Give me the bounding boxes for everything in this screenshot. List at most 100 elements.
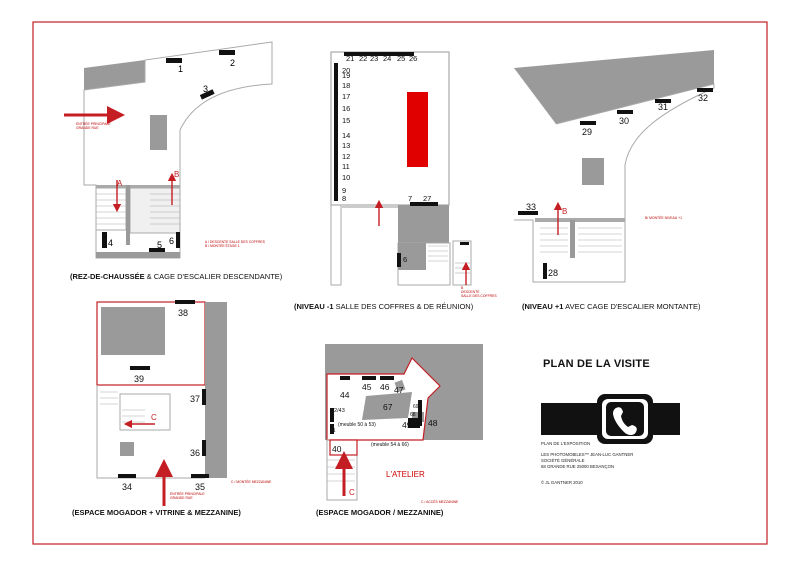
vitrine-34 — [118, 474, 136, 478]
caption-basement: (NIVEAU -1 SALLE DES COFFRES & DE RÉUNIO… — [294, 302, 474, 311]
svg-text:47: 47 — [394, 385, 404, 395]
vitrine-36 — [202, 440, 206, 456]
vitrine-1 — [166, 58, 182, 63]
mezzanine-legend: C / ACCÈS MEZZANINE — [421, 500, 459, 504]
svg-text:36: 36 — [190, 448, 200, 458]
legend-copyright: © JL GANTNER 2010 — [541, 480, 583, 485]
svg-text:24: 24 — [383, 54, 391, 63]
central-red-showcase — [407, 92, 428, 167]
svg-text:13: 13 — [342, 141, 350, 150]
label-3: 3 — [203, 84, 208, 94]
svg-text:23: 23 — [370, 54, 378, 63]
svg-text:34: 34 — [122, 482, 132, 492]
svg-text:27: 27 — [423, 194, 431, 203]
svg-text:(meuble 50 à 53): (meuble 50 à 53) — [338, 422, 376, 428]
label-6: 6 — [169, 236, 174, 246]
vitrine-37 — [202, 389, 206, 405]
svg-text:18: 18 — [342, 81, 350, 90]
ground-floor-plan: 1 2 3 4 5 6 A B — [64, 41, 273, 259]
svg-text:33: 33 — [526, 202, 536, 212]
legend-subtitle: PLAN DE L'EXPOSITION — [541, 441, 591, 446]
basement-note: B DESCENTE SALLE DES COFFRES — [461, 286, 497, 298]
caption-ground: (REZ-DE-CHAUSSÉE & CAGE D'ESCALIER DESCE… — [70, 272, 283, 281]
svg-text:21: 21 — [346, 54, 354, 63]
svg-text:41: 41 — [330, 428, 336, 434]
first-note: B/ MONTÉE NIVEAU +1 — [645, 216, 683, 220]
svg-text:15: 15 — [342, 116, 350, 125]
svg-text:C: C — [349, 488, 355, 497]
svg-text:26: 26 — [409, 54, 417, 63]
svg-text:(meuble 54 à 66): (meuble 54 à 66) — [371, 442, 409, 448]
svg-text:22: 22 — [359, 54, 367, 63]
label-2: 2 — [230, 58, 235, 68]
vitrine-31 — [655, 99, 671, 103]
vitrine-5 — [149, 248, 165, 252]
phone-handset-icon — [613, 407, 637, 435]
basement-vitrines — [334, 52, 469, 267]
label-4: 4 — [108, 238, 113, 248]
vitrine-38 — [175, 300, 195, 304]
svg-text:12: 12 — [342, 152, 350, 161]
svg-text:19: 19 — [342, 71, 350, 80]
svg-text:C: C — [151, 413, 157, 422]
caption-mogador: (ESPACE MOGADOR + VITRINE & MEZZANINE) — [72, 508, 241, 517]
ground-entrance-note: ENTRÉE PRINCIPALE GRANDE RUE — [76, 122, 111, 130]
svg-text:30: 30 — [619, 116, 629, 126]
label-1: 1 — [178, 64, 183, 74]
svg-text:67: 67 — [383, 402, 393, 412]
legend-lines: LES PHOTOMOBILES™ JEAN-LUC GANTNER SOCIÉ… — [541, 452, 634, 469]
svg-text:44: 44 — [340, 390, 350, 400]
vitrine-35 — [191, 474, 209, 478]
svg-text:37: 37 — [190, 394, 200, 404]
svg-text:46: 46 — [380, 382, 390, 392]
vitrine-33 — [518, 211, 538, 215]
svg-text:11: 11 — [342, 162, 350, 171]
vitrine-39 — [130, 366, 150, 370]
svg-text:68: 68 — [410, 412, 416, 418]
legend-block — [541, 394, 680, 444]
central-table-67 — [362, 392, 412, 420]
svg-text:48: 48 — [428, 418, 438, 428]
svg-text:7: 7 — [408, 194, 412, 203]
svg-text:6: 6 — [403, 255, 407, 264]
svg-text:39: 39 — [134, 374, 144, 384]
svg-text:17: 17 — [342, 92, 350, 101]
svg-text:10: 10 — [342, 173, 350, 182]
svg-text:28: 28 — [548, 268, 558, 278]
vitrine-29 — [580, 121, 596, 125]
vitrine-32 — [697, 88, 713, 92]
ground-pillar — [150, 115, 167, 150]
svg-text:38: 38 — [178, 308, 188, 318]
atelier-label: L'ATELIER — [386, 470, 425, 479]
svg-text:69: 69 — [413, 404, 419, 410]
mogador-legend: C / MONTÉE MEZZANINE — [231, 480, 272, 484]
label-5: 5 — [157, 240, 162, 250]
vitrine-4 — [102, 232, 107, 248]
mogador-entrance-note: ENTRÉE PRINCIPALE GRANDE RUE — [170, 492, 205, 500]
svg-text:40: 40 — [332, 444, 342, 454]
ground-legend: A / DESCENTE SALLE DES COFFRES B / MONTÉ… — [205, 240, 265, 248]
caption-mezzanine: (ESPACE MOGADOR / MEZZANINE) — [316, 508, 444, 517]
mezzanine-plan: 40 41 42/43 44 45 46 47 48 49 67 68 69 (… — [325, 344, 483, 501]
svg-text:35: 35 — [195, 482, 205, 492]
svg-text:45: 45 — [362, 382, 372, 392]
first-floor-plan: 28 29 30 31 32 33 B — [514, 50, 715, 283]
svg-text:14: 14 — [342, 131, 350, 140]
ground-wall-block — [84, 60, 145, 90]
svg-text:42/43: 42/43 — [331, 408, 345, 414]
svg-text:49: 49 — [402, 420, 412, 430]
vitrine-30 — [617, 110, 633, 114]
legend-title: PLAN DE LA VISITE — [543, 358, 650, 370]
mogador-plan: 34 35 36 37 38 39 C — [96, 300, 227, 506]
svg-text:B: B — [174, 170, 179, 179]
vitrine-2 — [219, 50, 235, 55]
svg-text:29: 29 — [582, 127, 592, 137]
svg-text:20: 20 — [342, 66, 350, 75]
vitrine-28 — [543, 263, 547, 279]
basement-plan: 8 9 10 11 12 13 14 15 16 17 18 19 20 21 … — [330, 51, 472, 286]
vitrine-6 — [176, 232, 180, 248]
svg-text:32: 32 — [698, 93, 708, 103]
vitrine-3 — [199, 89, 215, 100]
caption-first: (NIVEAU +1 AVEC CAGE D'ESCALIER MONTANTE… — [522, 302, 701, 311]
svg-text:31: 31 — [658, 102, 668, 112]
